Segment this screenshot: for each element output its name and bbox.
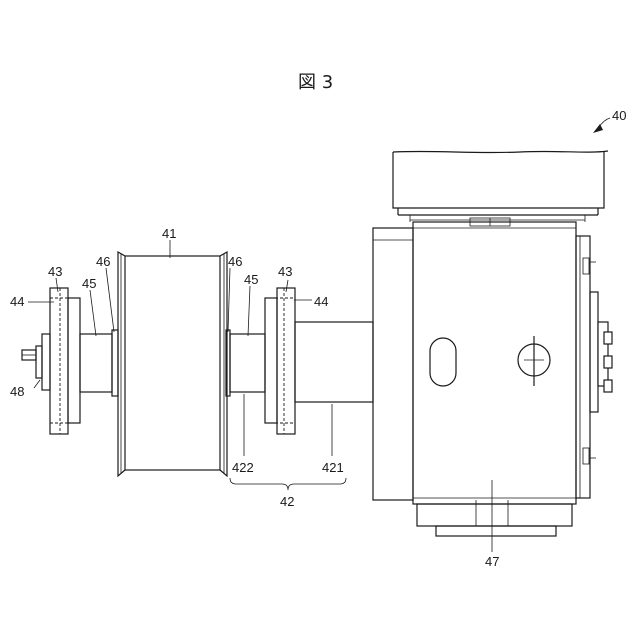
label-43-right: 43 xyxy=(278,264,292,279)
label-42: 42 xyxy=(280,494,294,509)
label-46-left: 46 xyxy=(96,254,110,269)
leader-lines xyxy=(28,240,492,552)
label-421: 421 xyxy=(322,460,344,475)
right-bearing xyxy=(226,288,295,434)
shaft-422 xyxy=(230,334,265,392)
label-47: 47 xyxy=(485,554,499,569)
shaft-421 xyxy=(295,322,373,402)
label-44-right: 44 xyxy=(314,294,328,309)
label-46-right: 46 xyxy=(228,254,242,269)
label-43-left: 43 xyxy=(48,264,62,279)
label-41: 41 xyxy=(162,226,176,241)
drum-41 xyxy=(118,252,227,476)
upper-housing xyxy=(393,151,608,222)
label-48: 48 xyxy=(10,384,24,399)
gearbox-body xyxy=(373,218,612,536)
label-45-left: 45 xyxy=(82,276,96,291)
figure-title: 図 3 xyxy=(298,72,333,93)
label-44-left: 44 xyxy=(10,294,24,309)
label-45-right: 45 xyxy=(244,272,258,287)
left-bearing xyxy=(22,288,80,434)
arrow-40-head xyxy=(593,124,603,133)
label-40: 40 xyxy=(612,108,626,123)
label-422: 422 xyxy=(232,460,254,475)
left-shaft-45 xyxy=(80,330,118,396)
